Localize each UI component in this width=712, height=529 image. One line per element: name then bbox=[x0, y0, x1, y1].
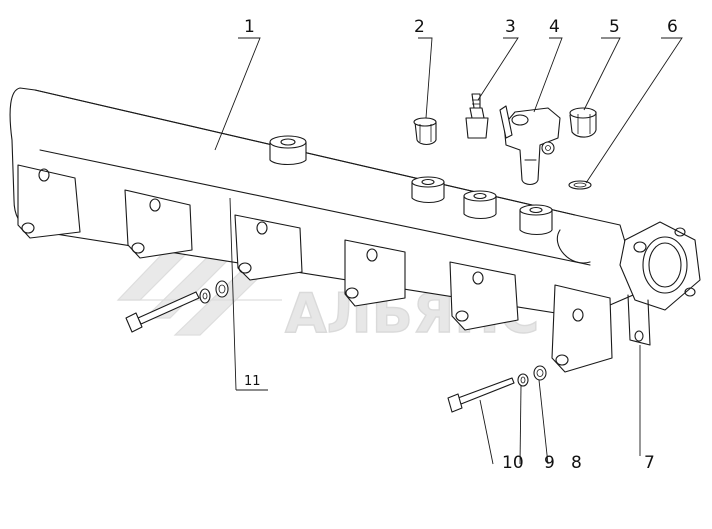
part-11-bolt-set bbox=[125, 280, 229, 333]
callouts: 1 2 3 4 5 6 7 8 9 10 11 bbox=[244, 17, 678, 473]
part-6-washer bbox=[568, 180, 592, 190]
callout-3: 3 bbox=[505, 17, 516, 37]
callout-9: 9 bbox=[544, 453, 555, 473]
callout-1: 1 bbox=[244, 17, 255, 37]
callout-6: 6 bbox=[667, 17, 678, 37]
manifold-body bbox=[9, 87, 701, 373]
callout-11: 11 bbox=[244, 374, 261, 389]
part-5-cap bbox=[569, 107, 597, 138]
callout-2: 2 bbox=[414, 17, 425, 37]
callout-10: 10 bbox=[502, 453, 524, 473]
part-2-plug bbox=[413, 117, 437, 146]
callout-5: 5 bbox=[609, 17, 620, 37]
callout-7: 7 bbox=[644, 453, 655, 473]
callout-8: 8 bbox=[571, 453, 582, 473]
parts-8-9-10-bolt-set bbox=[447, 365, 547, 413]
callout-4: 4 bbox=[549, 17, 560, 37]
part-3-fitting bbox=[465, 93, 489, 139]
leader-lines bbox=[214, 37, 683, 465]
part-4-valve bbox=[499, 105, 561, 186]
